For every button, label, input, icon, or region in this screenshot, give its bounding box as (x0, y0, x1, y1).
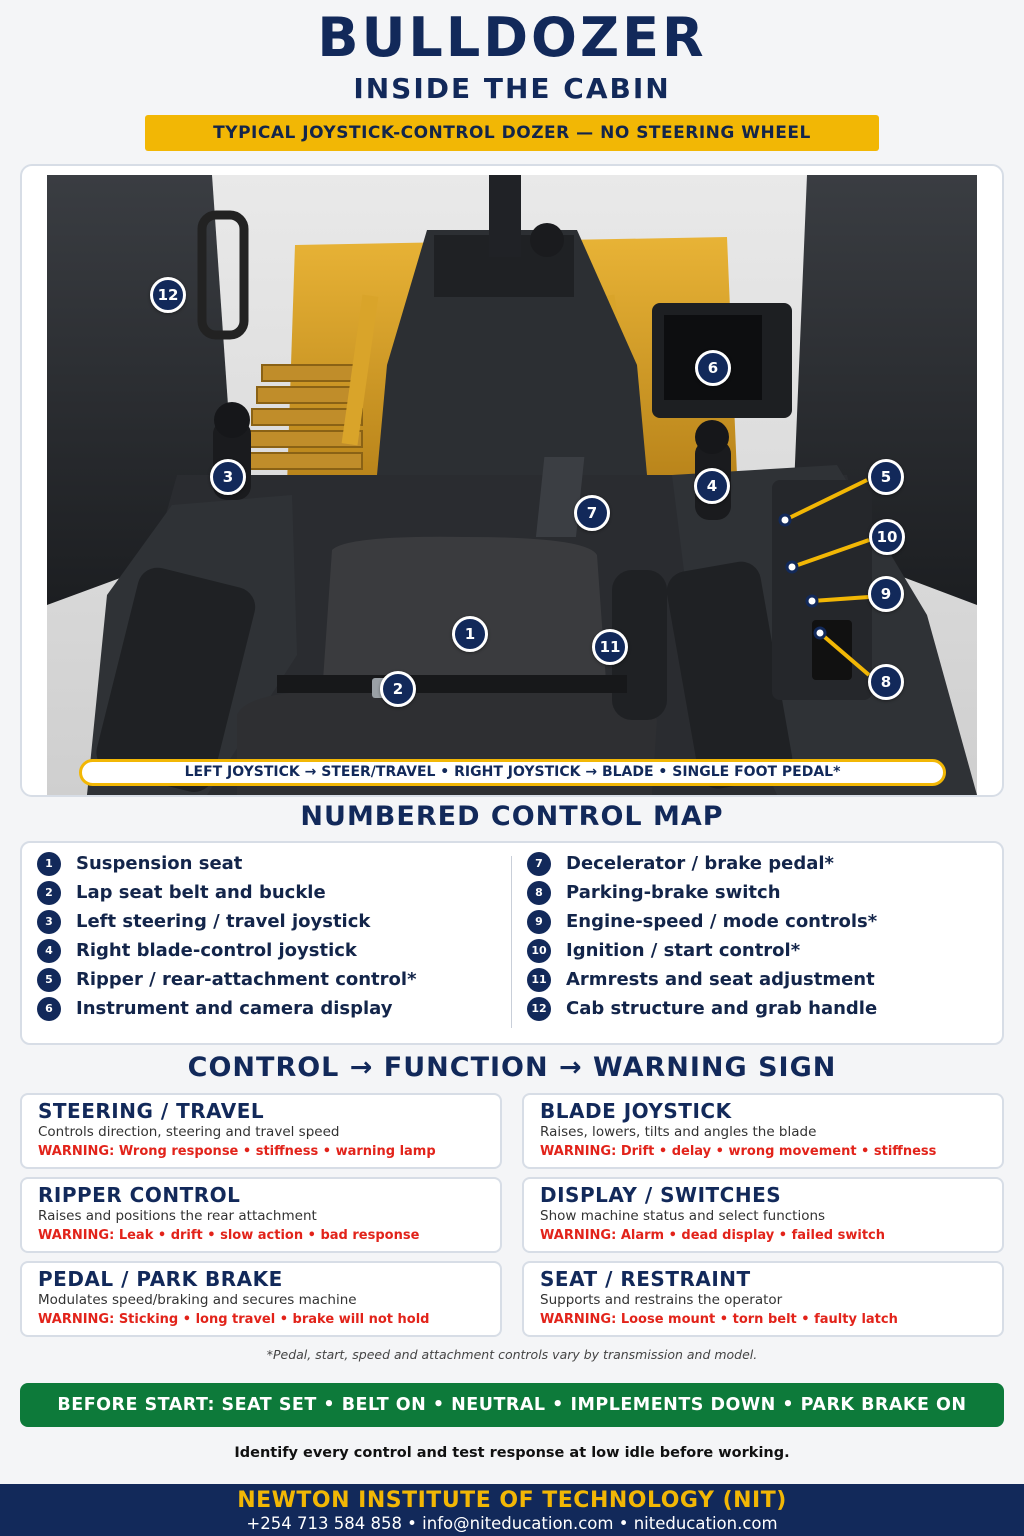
marker-2: 2 (380, 671, 416, 707)
function-card-blade: BLADE JOYSTICK Raises, lowers, tilts and… (522, 1093, 1004, 1169)
institution-name: NEWTON INSTITUTE OF TECHNOLOGY (NIT) (237, 1488, 787, 1513)
marker-6: 6 (695, 350, 731, 386)
list-item: 9 Engine-speed / mode controls* (527, 907, 877, 936)
marker-12: 12 (150, 277, 186, 313)
control-label: Suspension seat (76, 853, 243, 874)
pre-start-checklist: BEFORE START: SEAT SET • BELT ON • NEUTR… (20, 1383, 1004, 1427)
card-description: Raises, lowers, tilts and angles the bla… (540, 1124, 817, 1140)
control-label: Decelerator / brake pedal* (566, 853, 834, 874)
list-item: 10 Ignition / start control* (527, 936, 877, 965)
number-badge: 2 (37, 880, 61, 905)
number-badge: 3 (37, 909, 61, 934)
function-card-steering: STEERING / TRAVEL Controls direction, st… (20, 1093, 502, 1169)
control-label: Ignition / start control* (566, 940, 801, 961)
function-card-pedal: PEDAL / PARK BRAKE Modulates speed/braki… (20, 1261, 502, 1337)
marker-11: 11 (592, 629, 628, 665)
marker-7: 7 (574, 495, 610, 531)
functions-title: CONTROL → FUNCTION → WARNING SIGN (187, 1052, 837, 1083)
list-item: 5 Ripper / rear-attachment control* (37, 965, 417, 994)
card-warning: WARNING: Loose mount • torn belt • fault… (540, 1312, 898, 1327)
control-label: Armrests and seat adjustment (566, 969, 875, 990)
reminder-text: Identify every control and test response… (234, 1445, 790, 1461)
control-label: Parking-brake switch (566, 882, 781, 903)
number-badge: 9 (527, 909, 551, 934)
function-card-display: DISPLAY / SWITCHES Show machine status a… (522, 1177, 1004, 1253)
control-label: Engine-speed / mode controls* (566, 911, 878, 932)
control-map-divider (511, 856, 512, 1028)
list-item: 4 Right blade-control joystick (37, 936, 417, 965)
marker-1: 1 (452, 616, 488, 652)
list-item: 7 Decelerator / brake pedal* (527, 849, 877, 878)
marker-4: 4 (694, 468, 730, 504)
number-badge: 11 (527, 967, 551, 992)
list-item: 11 Armrests and seat adjustment (527, 965, 877, 994)
list-item: 1 Suspension seat (37, 849, 417, 878)
function-card-seat: SEAT / RESTRAINT Supports and restrains … (522, 1261, 1004, 1337)
marker-8: 8 (868, 664, 904, 700)
photo-caption: LEFT JOYSTICK → STEER/TRAVEL • RIGHT JOY… (79, 759, 946, 786)
card-warning: WARNING: Drift • delay • wrong movement … (540, 1144, 937, 1159)
card-warning: WARNING: Sticking • long travel • brake … (38, 1312, 430, 1327)
number-badge: 12 (527, 996, 551, 1021)
marker-3: 3 (210, 459, 246, 495)
control-label: Ripper / rear-attachment control* (76, 969, 417, 990)
list-item: 2 Lap seat belt and buckle (37, 878, 417, 907)
card-description: Show machine status and select functions (540, 1208, 826, 1224)
control-map-panel (20, 841, 1004, 1045)
marker-5: 5 (868, 459, 904, 495)
contact-info: +254 713 584 858 • info@niteducation.com… (246, 1514, 778, 1533)
list-item: 6 Instrument and camera display (37, 994, 417, 1023)
card-warning: WARNING: Alarm • dead display • failed s… (540, 1228, 885, 1243)
control-label: Cab structure and grab handle (566, 998, 878, 1019)
card-description: Supports and restrains the operator (540, 1292, 783, 1308)
control-label: Right blade-control joystick (76, 940, 357, 961)
function-card-ripper: RIPPER CONTROL Raises and positions the … (20, 1177, 502, 1253)
control-label: Instrument and camera display (76, 998, 393, 1019)
control-map-right-column: 7 Decelerator / brake pedal* 8 Parking-bra… (527, 849, 877, 1023)
list-item: 8 Parking-brake switch (527, 878, 877, 907)
marker-10: 10 (869, 519, 905, 555)
page-subtitle: INSIDE THE CABIN (353, 72, 671, 105)
card-warning: WARNING: Leak • drift • slow action • ba… (38, 1228, 420, 1243)
number-badge: 10 (527, 938, 551, 963)
card-title: SEAT / RESTRAINT (540, 1267, 751, 1291)
number-badge: 7 (527, 851, 551, 876)
card-title: DISPLAY / SWITCHES (540, 1183, 782, 1207)
card-title: RIPPER CONTROL (38, 1183, 241, 1207)
card-description: Controls direction, steering and travel … (38, 1124, 340, 1140)
number-badge: 4 (37, 938, 61, 963)
card-title: PEDAL / PARK BRAKE (38, 1267, 283, 1291)
cabin-illustration (47, 175, 977, 795)
card-description: Modulates speed/braking and secures mach… (38, 1292, 357, 1308)
control-map-title: NUMBERED CONTROL MAP (300, 801, 724, 832)
list-item: 3 Left steering / travel joystick (37, 907, 417, 936)
card-title: BLADE JOYSTICK (540, 1099, 732, 1123)
number-badge: 5 (37, 967, 61, 992)
card-description: Raises and positions the rear attachment (38, 1208, 317, 1224)
card-warning: WARNING: Wrong response • stiffness • wa… (38, 1144, 436, 1159)
number-badge: 6 (37, 996, 61, 1021)
marker-9: 9 (868, 576, 904, 612)
list-item: 12 Cab structure and grab handle (527, 994, 877, 1023)
page-title: BULLDOZER (317, 6, 707, 69)
info-banner: TYPICAL JOYSTICK-CONTROL DOZER — NO STEE… (145, 115, 879, 151)
control-label: Left steering / travel joystick (76, 911, 371, 932)
footer: NEWTON INSTITUTE OF TECHNOLOGY (NIT) +25… (0, 1484, 1024, 1536)
card-title: STEERING / TRAVEL (38, 1099, 265, 1123)
footnote: *Pedal, start, speed and attachment cont… (266, 1347, 758, 1362)
number-badge: 8 (527, 880, 551, 905)
control-map-left-column: 1 Suspension seat 2 Lap seat belt and buck… (37, 849, 417, 1023)
cabin-photo: 1 2 3 4 5 6 7 8 9 10 11 12 (47, 175, 977, 795)
control-label: Lap seat belt and buckle (76, 882, 326, 903)
number-badge: 1 (37, 851, 61, 876)
